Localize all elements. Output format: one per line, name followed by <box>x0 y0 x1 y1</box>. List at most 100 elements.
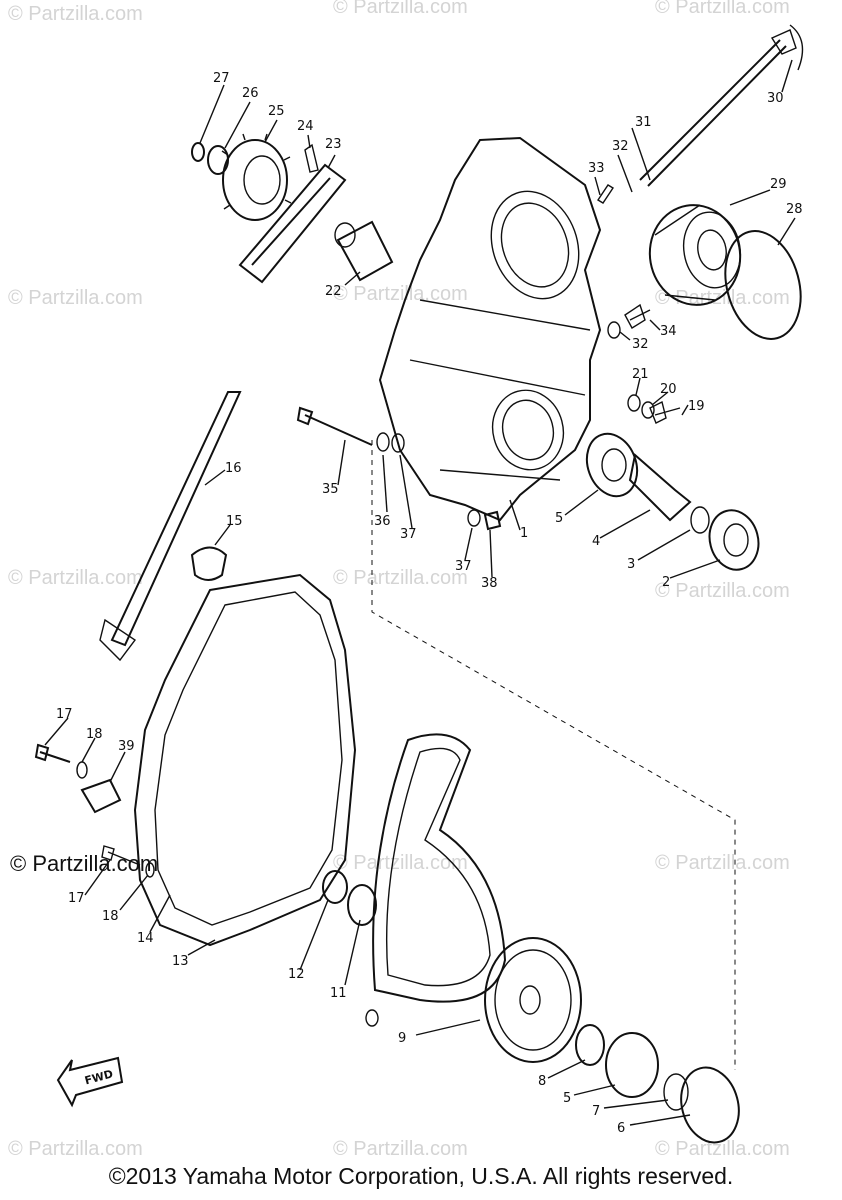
cap-15 <box>190 546 228 581</box>
callout-30: 30 <box>767 91 784 106</box>
callout-labels: 1 2 3 4 5 5 6 7 8 9 11 12 13 14 15 16 17… <box>56 71 803 1136</box>
callout-21: 21 <box>632 367 649 382</box>
callout-39: 39 <box>118 739 135 754</box>
watermark: © Partzilla.com <box>655 852 790 874</box>
washer-21 <box>627 394 641 412</box>
oring-3 <box>690 506 710 534</box>
watermark: © Partzilla.com <box>655 580 790 602</box>
callout-14: 14 <box>137 931 154 946</box>
collar-8 <box>575 1024 605 1066</box>
bearing-29 <box>648 204 742 306</box>
callout-13: 13 <box>172 954 189 969</box>
washer-18b <box>145 862 155 878</box>
washer-26 <box>207 145 229 175</box>
callout-5b: 5 <box>563 1091 571 1106</box>
callout-9: 9 <box>398 1031 406 1046</box>
callout-6: 6 <box>617 1121 625 1136</box>
callout-12: 12 <box>288 967 305 982</box>
bolt-24 <box>304 143 319 173</box>
fwd-arrow: FWD <box>56 1056 124 1108</box>
seal-6 <box>680 1066 740 1144</box>
callout-37b: 37 <box>455 559 472 574</box>
washer-20 <box>641 401 655 419</box>
washer-18 <box>76 761 88 779</box>
leader-lines <box>44 59 796 1126</box>
callout-23: 23 <box>325 137 342 152</box>
callout-1: 1 <box>520 526 528 541</box>
watermark: © Partzilla.com <box>333 852 468 874</box>
callout-22: 22 <box>325 284 342 299</box>
callout-33: 33 <box>588 161 605 176</box>
watermark: © Partzilla.com <box>8 1138 143 1160</box>
ring-11 <box>347 884 377 926</box>
callout-17: 17 <box>56 707 73 722</box>
watermark: © Partzilla.com <box>333 567 468 589</box>
seal-2-inner <box>723 523 749 557</box>
callout-37: 37 <box>400 527 417 542</box>
callout-17b: 17 <box>68 891 85 906</box>
callout-27: 27 <box>213 71 230 86</box>
bracket-39 <box>80 778 122 814</box>
washer-32 <box>607 321 621 339</box>
callout-15: 15 <box>226 514 243 529</box>
rod-16 <box>110 391 242 647</box>
bolt-35 <box>296 406 373 446</box>
copyright-notice: ©2013 Yamaha Motor Corporation, U.S.A. A… <box>108 1163 734 1189</box>
washer-37 <box>391 433 405 453</box>
callout-19: 19 <box>688 399 705 414</box>
watermark: © Partzilla.com <box>8 567 143 589</box>
watermark: © Partzilla.com <box>655 1138 790 1160</box>
shaft-4 <box>628 453 692 522</box>
callout-26: 26 <box>242 86 259 101</box>
tensioner-plate-23 <box>238 163 347 284</box>
watermark-dark: © Partzilla.com <box>10 851 159 876</box>
bearing-5-inner <box>601 448 627 482</box>
callout-8: 8 <box>538 1074 546 1089</box>
callout-24: 24 <box>297 119 314 134</box>
callout-32b: 32 <box>632 337 649 352</box>
clip-27 <box>191 142 205 162</box>
watermark: © Partzilla.com <box>8 287 143 309</box>
fwd-label: FWD <box>83 1067 114 1087</box>
callout-20: 20 <box>660 382 677 397</box>
callout-36: 36 <box>374 514 391 529</box>
callout-35: 35 <box>322 482 339 497</box>
callout-38: 38 <box>481 576 498 591</box>
watermark: © Partzilla.com <box>655 0 790 18</box>
callout-18: 18 <box>86 727 103 742</box>
shaft-bolt-31 <box>639 24 804 187</box>
watermark: © Partzilla.com <box>333 283 468 305</box>
washer-37b <box>467 509 481 527</box>
callout-18b: 18 <box>102 909 119 924</box>
callout-16: 16 <box>225 461 242 476</box>
callout-7: 7 <box>592 1104 600 1119</box>
bearing-5 <box>585 432 639 498</box>
callout-11: 11 <box>330 986 347 1001</box>
reference-dashed-line <box>371 440 736 1070</box>
chain-case-housing <box>378 136 602 522</box>
oring-7 <box>663 1073 689 1111</box>
circlip-28 <box>724 230 802 340</box>
bolt-19 <box>649 400 681 424</box>
watermark: © Partzilla.com <box>8 3 143 25</box>
callout-32: 32 <box>612 139 629 154</box>
callout-3: 3 <box>627 557 635 572</box>
sprocket-gear <box>484 937 582 1063</box>
bearing-5b <box>605 1032 659 1098</box>
callout-4: 4 <box>592 534 600 549</box>
watermark: © Partzilla.com <box>333 1138 468 1160</box>
bolt-17 <box>34 743 71 763</box>
nut-38 <box>483 510 502 531</box>
bolt-34 <box>624 303 651 329</box>
drive-chain-9 <box>365 733 507 1027</box>
callout-2: 2 <box>662 575 670 590</box>
washer-36 <box>376 432 390 452</box>
callout-31: 31 <box>635 115 652 130</box>
watermark: © Partzilla.com <box>333 0 468 18</box>
bolt-17b <box>101 845 141 866</box>
seal-2 <box>708 509 760 571</box>
shaft-22 <box>334 220 394 282</box>
rod-16-end <box>99 618 137 662</box>
sprocket-25 <box>221 133 292 221</box>
chain-cover-13 <box>133 573 357 947</box>
